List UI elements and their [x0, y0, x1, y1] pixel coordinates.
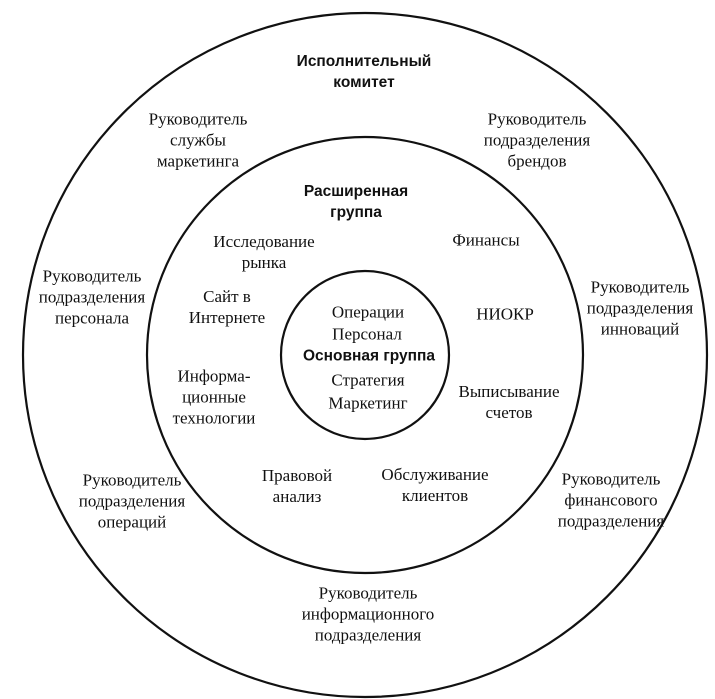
inner-ring-core-group [279, 269, 451, 441]
middle-member-rnd: НИОКР [476, 304, 534, 324]
middle-ring-extended-group [145, 135, 585, 575]
inner-member-marketing: Маркетинг [328, 393, 408, 413]
inner-member-strategy: Стратегия [331, 370, 405, 390]
inner-ring-title: Основная группа [302, 347, 436, 365]
inner-member-personnel: Персонал [332, 324, 402, 344]
middle-member-finance: Финансы [452, 230, 520, 250]
inner-member-operations: Операции [331, 302, 405, 322]
outer-ring-executive-committee [21, 11, 709, 699]
